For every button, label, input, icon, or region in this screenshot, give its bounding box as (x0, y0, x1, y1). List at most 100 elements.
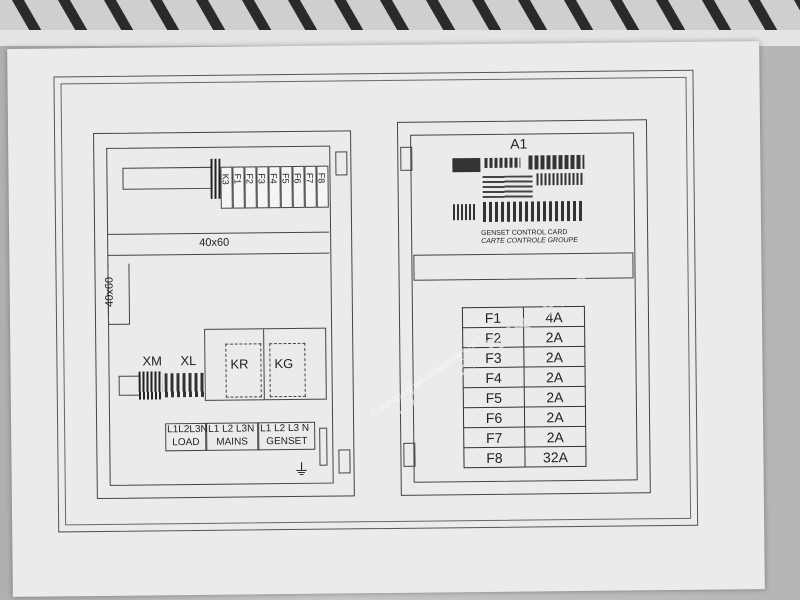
vent-slot (422, 0, 458, 34)
card-block-1 (452, 158, 481, 173)
terminal-label: F1 (232, 173, 243, 185)
terminal-label: F8 (316, 172, 327, 184)
relay-kr: KR (225, 343, 262, 398)
terminal-group-mains: L1 L2 L3N MAINS (205, 422, 260, 451)
vent-slot (376, 0, 412, 34)
terminal-label: F2 (244, 173, 255, 184)
mains-label: MAINS (216, 436, 249, 448)
terminal-f5: F5 (280, 165, 293, 209)
fuse-rating: 2A (524, 406, 586, 428)
vent-slot (744, 0, 780, 34)
fuse-name: F7 (463, 427, 525, 448)
vent-slot (652, 0, 688, 34)
card-block-5 (536, 172, 585, 186)
vent-slot (8, 0, 44, 34)
left-panel: K3 F1 F2 F3 F4 F5 F6 F7 F8 40x60 40x60 (93, 130, 355, 500)
fuse-block: K3 F1 F2 F3 F4 F5 F6 F7 F8 (210, 154, 336, 209)
terminal-label: F6 (292, 172, 303, 184)
fuse-rating: 2A (523, 346, 586, 368)
card-block-4 (482, 175, 533, 198)
connector-xl-label: XL (180, 352, 197, 369)
card-block-7 (482, 200, 585, 222)
fuse-name: F8 (463, 447, 526, 468)
card-block-2 (484, 157, 521, 168)
side-slot-bottom (338, 449, 351, 474)
din-rail (122, 166, 213, 190)
fuse-rating: 2A (524, 366, 586, 388)
ground-icon: ⏚ (293, 461, 310, 479)
vertical-rail: 40x60 (103, 263, 131, 325)
relay-kg: KG (269, 342, 306, 398)
relay-kr-label: KR (230, 356, 249, 372)
vent-slot (284, 0, 320, 34)
vent-slot (192, 0, 228, 34)
terminal-f4: F4 (268, 166, 281, 209)
connector-xm (138, 371, 163, 400)
connector-strip (118, 371, 205, 400)
drawing-frame: K3 F1 F2 F3 F4 F5 F6 F7 F8 40x60 40x60 (53, 69, 699, 533)
fuse-name: F5 (463, 387, 525, 408)
vent-slot (54, 0, 90, 34)
vent-slot (238, 0, 274, 34)
terminal-f8: F8 (316, 165, 329, 208)
card-block-6 (452, 204, 477, 221)
horizontal-rail-label: 40x60 (199, 236, 230, 249)
vent-slot (790, 0, 800, 34)
horizontal-rail: 40x60 (107, 231, 330, 256)
module-id: A1 (510, 135, 528, 152)
fuse-rating: 2A (524, 426, 586, 448)
control-card-graphic (452, 153, 585, 224)
vent-slot (514, 0, 550, 34)
load-label: LOAD (172, 436, 200, 449)
vertical-rail-label: 40x60 (103, 276, 116, 307)
load-phases: L1L2L3N (167, 423, 208, 436)
vent-slot (560, 0, 596, 34)
relay-divider (263, 329, 265, 400)
terminal-f7: F7 (304, 165, 317, 208)
terminal-label: F7 (304, 172, 315, 184)
mains-phases: L1 L2 L3N (208, 423, 255, 435)
genset-phases: L1 L2 L3 N (260, 422, 310, 435)
relay-kg-label: KG (274, 355, 294, 372)
terminal-f3: F3 (256, 166, 269, 209)
fuse-block-end (210, 158, 221, 199)
wiring-diagram-sheet: K3 F1 F2 F3 F4 F5 F6 F7 F8 40x60 40x60 (7, 41, 765, 597)
vent-slot (606, 0, 642, 34)
terminal-k3: K3 (220, 166, 233, 209)
terminal-label: F3 (256, 173, 267, 184)
card-label-strip (413, 252, 634, 281)
terminal-label: F5 (280, 172, 291, 184)
card-block-3 (528, 154, 585, 170)
side-slot-top (335, 151, 348, 176)
connector-xl (164, 372, 205, 398)
right-side-slot-top (400, 146, 413, 171)
terminal-f2: F2 (244, 166, 257, 209)
vent-slot (100, 0, 136, 34)
fuse-rating: 2A (524, 386, 586, 408)
genset-label: GENSET (266, 435, 308, 448)
vent-slot (698, 0, 734, 34)
right-side-slot-bottom (403, 442, 416, 467)
ground-bar (319, 427, 328, 466)
relay-housing: KR KG (204, 327, 327, 401)
fuse-name: F6 (463, 407, 525, 428)
terminal-label: F4 (268, 173, 279, 184)
vent-slot (330, 0, 366, 34)
terminal-group-load: L1L2L3N LOAD (165, 422, 208, 452)
terminal-label: K3 (220, 173, 231, 185)
terminal-group-genset: L1 L2 L3 N GENSET (257, 421, 316, 451)
vent-slot (468, 0, 504, 34)
vent-slot (146, 0, 182, 34)
terminal-f1: F1 (232, 166, 245, 209)
connector-xm-label: XM (142, 353, 163, 369)
card-title-en: GENSET CONTROL CARD (481, 229, 568, 237)
terminal-f6: F6 (292, 165, 305, 208)
connector-rail (118, 375, 141, 396)
cabinet-vent-grille (0, 0, 800, 46)
fuse-rating: 32A (524, 446, 587, 468)
card-title-fr: CARTE CONTROLE GROUPE (481, 236, 578, 245)
